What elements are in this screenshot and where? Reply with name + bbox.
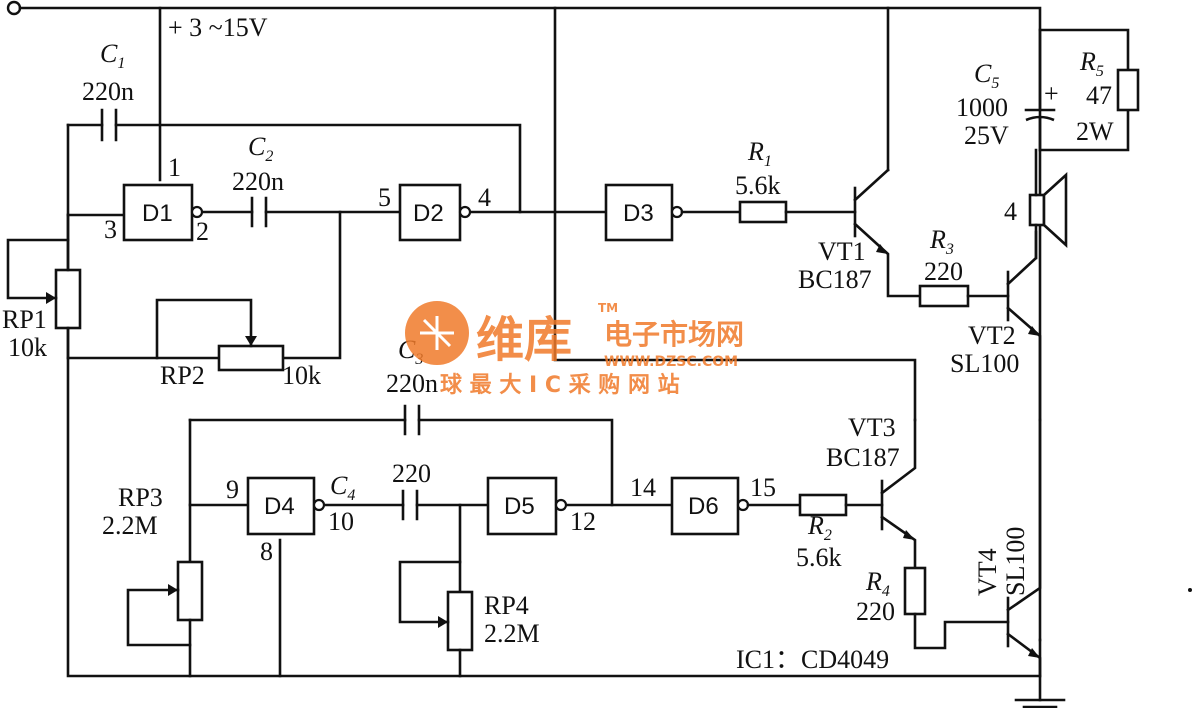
speaker-value: 4 bbox=[1004, 197, 1017, 226]
c5-value2: 25V bbox=[964, 121, 1009, 150]
c5-value1: 1000 bbox=[956, 93, 1008, 122]
gate-d5-label: D5 bbox=[504, 493, 535, 520]
vt2-part: SL100 bbox=[950, 349, 1019, 378]
r4-label: R4 bbox=[865, 567, 890, 600]
gate-d2-bubble bbox=[458, 205, 472, 219]
r5-value1: 47 bbox=[1086, 81, 1112, 110]
r3-value: 220 bbox=[924, 257, 963, 286]
r5-resistor bbox=[1116, 68, 1140, 112]
r2-label: R2 bbox=[807, 511, 832, 544]
stray-dot bbox=[1188, 588, 1192, 592]
pin-14: 14 bbox=[630, 473, 656, 502]
gate-d1-bubble bbox=[190, 205, 204, 219]
pin-8: 8 bbox=[260, 537, 273, 566]
gate-d3 bbox=[604, 183, 674, 242]
watermark-title: 电子市场网 bbox=[604, 318, 744, 351]
r3-label: R3 bbox=[929, 225, 954, 258]
gate-d4-bubble bbox=[312, 498, 326, 512]
r1-label: R1 bbox=[747, 137, 772, 170]
gate-d4-label: D4 bbox=[264, 493, 295, 520]
oscillator-2 bbox=[126, 404, 674, 678]
gate-d1-label: D1 bbox=[142, 200, 173, 227]
pin-12: 12 bbox=[570, 507, 596, 536]
c3-value: 220n bbox=[386, 369, 438, 398]
watermark: 维库 电子市场网 TM WWW.DZSC.COM 球 最 大 I C 采 购 网… bbox=[405, 301, 744, 398]
c4-value: 220 bbox=[392, 459, 431, 488]
driver-stage-2 bbox=[746, 418, 1042, 678]
vt1-part: BC187 bbox=[798, 265, 872, 294]
c2-label: C2 bbox=[248, 132, 273, 165]
rp4-resistor bbox=[446, 590, 474, 652]
speaker-body bbox=[1028, 193, 1046, 227]
rp2-resistor bbox=[217, 344, 285, 372]
gate-d6-bubble bbox=[736, 498, 750, 512]
r4-resistor bbox=[903, 566, 927, 616]
r3-resistor bbox=[918, 284, 970, 308]
supply-label: + 3 ~15V bbox=[168, 13, 268, 42]
watermark-slogan: 球 最 大 I C 采 购 网 站 bbox=[440, 372, 680, 398]
pin-3: 3 bbox=[104, 215, 117, 244]
gate-d4 bbox=[246, 476, 316, 536]
pin-4: 4 bbox=[478, 183, 491, 212]
vt3-part: BC187 bbox=[826, 443, 900, 472]
vt2-label: VT2 bbox=[968, 321, 1016, 350]
gate-d6-label: D6 bbox=[688, 493, 719, 520]
r5-value2: 2W bbox=[1076, 117, 1114, 146]
rp2-label: RP2 bbox=[160, 361, 205, 390]
c1-label: C1 bbox=[100, 39, 125, 72]
pin-15: 15 bbox=[750, 473, 776, 502]
pin-2: 2 bbox=[196, 217, 209, 246]
supply-terminal bbox=[6, 0, 22, 16]
gate-d3-label: D3 bbox=[623, 200, 654, 227]
vt4-part: SL100 bbox=[1001, 527, 1030, 596]
rp1-value: 10k bbox=[8, 333, 47, 362]
rp3-resistor bbox=[176, 560, 204, 622]
oscillator-1 bbox=[6, 108, 608, 372]
gate-d3-bubble bbox=[670, 205, 684, 219]
watermark-url: WWW.DZSC.COM bbox=[604, 354, 738, 370]
pin-9: 9 bbox=[226, 475, 239, 504]
r1-resistor bbox=[738, 200, 788, 224]
gate-d2-label: D2 bbox=[413, 200, 444, 227]
rp2-value: 10k bbox=[282, 361, 321, 390]
vt1-label: VT1 bbox=[818, 237, 866, 266]
rp4-value: 2.2M bbox=[484, 619, 540, 648]
pin-10: 10 bbox=[328, 507, 354, 536]
r1-value: 5.6k bbox=[735, 171, 781, 200]
watermark-brand: 维库 bbox=[476, 312, 572, 368]
r5-label: R5 bbox=[1079, 47, 1104, 80]
driver-stage-1 bbox=[680, 168, 1042, 422]
rp3-label: RP3 bbox=[118, 483, 163, 512]
pin-1: 1 bbox=[168, 153, 181, 182]
output-stage bbox=[1024, 28, 1140, 260]
pin-5: 5 bbox=[378, 183, 391, 212]
speaker-icon bbox=[1042, 172, 1068, 248]
rp3-value: 2.2M bbox=[102, 511, 158, 540]
rp4-label: RP4 bbox=[484, 591, 529, 620]
rp1-label: RP1 bbox=[2, 305, 47, 334]
watermark-tm: TM bbox=[598, 301, 618, 315]
c1-value: 220n bbox=[82, 77, 134, 106]
c5-label: C5 bbox=[974, 59, 999, 92]
rp1-resistor bbox=[54, 268, 82, 330]
c5-plus: + bbox=[1044, 79, 1059, 108]
ic-label: IC1：CD4049 bbox=[736, 645, 889, 674]
gate-d5-bubble bbox=[554, 498, 568, 512]
vt3-label: VT3 bbox=[848, 413, 896, 442]
c2-value: 220n bbox=[232, 167, 284, 196]
r4-value: 220 bbox=[856, 597, 895, 626]
vt4-label: VT4 bbox=[973, 548, 1002, 596]
c4-label: C4 bbox=[330, 471, 355, 504]
r2-value: 5.6k bbox=[796, 543, 842, 572]
